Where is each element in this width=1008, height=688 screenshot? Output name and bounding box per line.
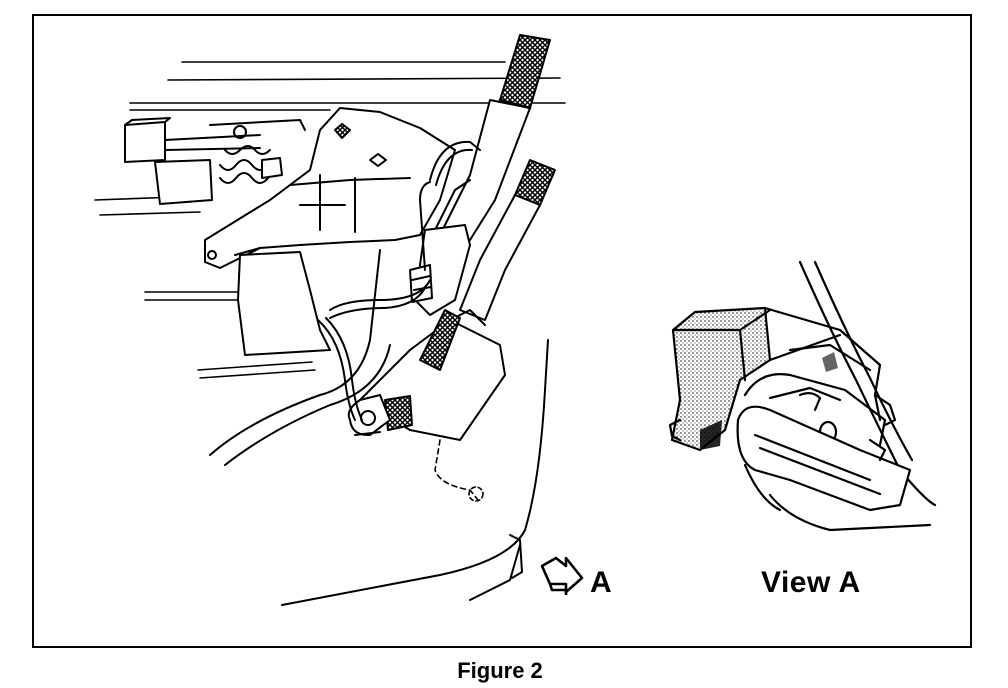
door-trim <box>209 249 549 606</box>
view-a-detail-drawing <box>668 260 937 532</box>
hidden-fastener <box>468 486 484 502</box>
shading-accents <box>700 352 838 450</box>
outlined-arrow-icon <box>540 556 584 595</box>
view-a-label: View A <box>761 566 861 599</box>
mounting-plate <box>237 251 331 356</box>
figure-frame <box>32 14 972 648</box>
buckle-housing <box>347 224 506 441</box>
hidden-line <box>434 439 479 501</box>
spring-mechanism <box>124 117 306 205</box>
figure-caption-text: Figure 2 <box>457 658 543 683</box>
latch-bracket <box>204 107 456 269</box>
view-arrow-label: A <box>590 566 612 599</box>
wire-harness <box>317 140 481 421</box>
seat-belt-straps <box>429 34 556 321</box>
figure-caption: Figure 2 <box>0 660 1008 682</box>
main-assembly-drawing <box>94 34 566 606</box>
